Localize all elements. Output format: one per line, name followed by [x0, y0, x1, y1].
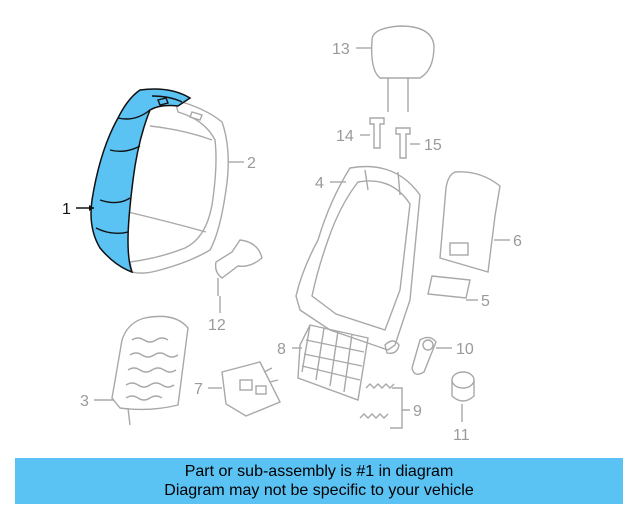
banner-line-1: Part or sub-assembly is #1 in diagram	[184, 463, 454, 480]
info-banner: Part or sub-assembly is #1 in diagram Di…	[15, 458, 623, 504]
banner-line-2: Diagram may not be specific to your vehi…	[164, 482, 474, 499]
callout-10: 10	[456, 341, 474, 358]
callout-14: 14	[336, 128, 354, 145]
part-8-lumbar-support	[297, 324, 369, 401]
part-13-headrest	[370, 25, 435, 112]
part-10-recliner-handle	[411, 336, 437, 375]
part-11-knob	[451, 371, 475, 402]
callout-15: 15	[424, 137, 442, 154]
parts-diagram: 1 2 3 4 5 6 7 8 9 10 11 12 13 14 15	[62, 25, 522, 444]
part-5-pad	[427, 275, 471, 299]
part-2-seat-back-cover	[127, 99, 229, 274]
part-14-guide	[369, 117, 385, 149]
callout-8: 8	[277, 341, 286, 358]
callout-12: 12	[208, 317, 226, 334]
leader-lines	[76, 47, 510, 429]
part-7-module	[221, 361, 281, 417]
part-15-guide	[395, 127, 411, 159]
callout-2: 2	[247, 155, 256, 172]
callout-11: 11	[453, 427, 470, 444]
callout-6: 6	[513, 233, 522, 250]
part-12-bracket	[214, 239, 263, 296]
part-1-seat-back-pad	[90, 88, 192, 274]
callout-5: 5	[481, 293, 490, 310]
callouts: 1 2 3 4 5 6 7 8 9 10 11 12 13 14 15	[62, 41, 522, 444]
part-9-springs	[359, 383, 395, 419]
callout-7: 7	[194, 381, 203, 398]
callout-1: 1	[62, 201, 71, 218]
callout-9: 9	[413, 403, 422, 420]
callout-13: 13	[332, 41, 350, 58]
callout-4: 4	[315, 175, 324, 192]
part-6-back-panel	[439, 171, 501, 273]
part-4-seat-back-frame	[295, 165, 421, 355]
callout-3: 3	[80, 393, 89, 410]
part-3-heater-mat	[111, 315, 189, 426]
